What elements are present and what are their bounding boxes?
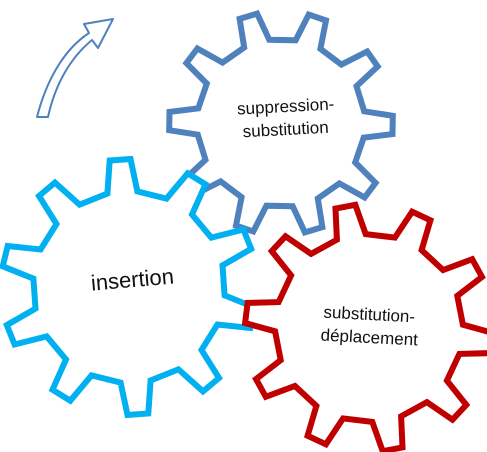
curved-arrow-icon (36, 18, 114, 118)
gear-label-suppression-line2: substitution (242, 118, 329, 141)
gear-outline (241, 201, 487, 452)
gear-label-deplacement-line1: substitution- (323, 303, 416, 327)
gear-outline (0, 155, 259, 419)
gear-outline (166, 9, 396, 237)
gear-suppression-substitution: suppression- substitution (166, 9, 396, 237)
gear-insertion: insertion (0, 155, 259, 419)
gear-substitution-deplacement: substitution- déplacement (241, 201, 487, 452)
